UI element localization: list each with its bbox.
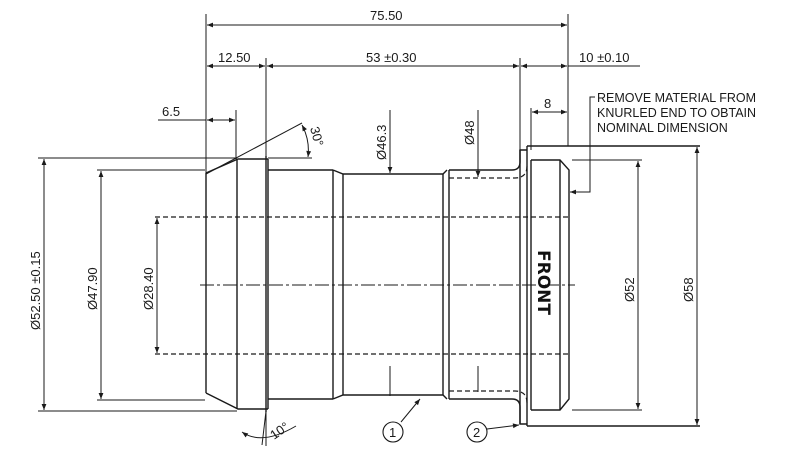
taper-angle: 10° [241, 410, 297, 446]
dim-left-section: 12.50 [218, 50, 251, 65]
dim-dia-left-inner: Ø47.90 [85, 267, 100, 310]
dim-dia-knurl: Ø52 [622, 277, 637, 302]
note-line-3: NOMINAL DIMENSION [597, 121, 728, 135]
middle-dimensions: Ø46.3 Ø48 [374, 110, 481, 396]
dim-taper-angle: 10° [267, 419, 292, 443]
balloon-2: 2 [466, 421, 520, 443]
balloon-1: 1 [382, 398, 421, 443]
note-line-2: KNURLED END TO OBTAIN [597, 106, 756, 120]
dim-dia-bore: Ø28.40 [141, 267, 156, 310]
dim-right-section: 10 ±0.10 [579, 50, 630, 65]
dim-middle-section: 53 ±0.30 [366, 50, 417, 65]
balloon-2-label: 2 [473, 425, 480, 440]
right-dimensions: Ø52 Ø58 [572, 147, 700, 425]
part-outline [155, 145, 700, 427]
dim-overall-length: 75.50 [370, 8, 403, 23]
knurl-note: REMOVE MATERIAL FROM KNURLED END TO OBTA… [570, 91, 756, 195]
dim-chamfer-offset: 6.5 [162, 104, 180, 119]
dim-dia-flange: Ø58 [681, 277, 696, 302]
dim-knurl-length: 8 [544, 96, 551, 111]
front-marking: FRONT [533, 250, 553, 315]
dim-chamfer-angle: 30° [307, 125, 327, 148]
dim-dia-groove: Ø46.3 [374, 125, 389, 160]
front-text: FRONT [533, 250, 553, 315]
dim-dia-outer-left: Ø52.50 ±0.15 [28, 251, 43, 330]
balloon-1-label: 1 [389, 425, 396, 440]
left-dimensions: Ø52.50 ±0.15 Ø47.90 Ø28.40 [28, 157, 237, 412]
note-line-1: REMOVE MATERIAL FROM [597, 91, 756, 105]
top-dimensions: 75.50 12.50 53 ±0.30 10 ±0.10 8 6.5 30° [158, 8, 640, 175]
dim-dia-shoulder: Ø48 [462, 120, 477, 145]
